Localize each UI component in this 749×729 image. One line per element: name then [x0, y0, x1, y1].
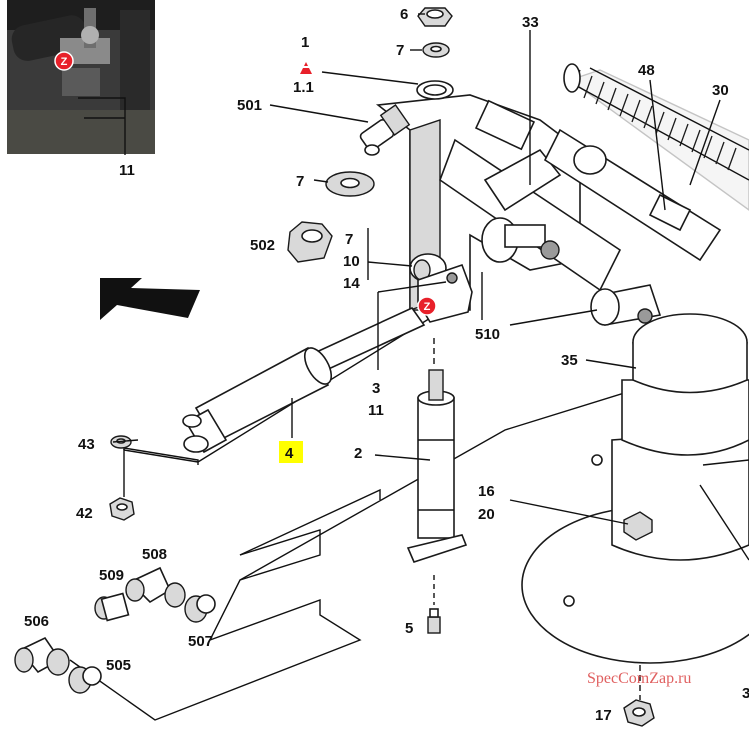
pin-2: [406, 338, 468, 563]
label-507: 507: [188, 633, 213, 650]
label-510: 510: [475, 326, 500, 343]
label-2: 2: [354, 445, 362, 462]
leader-lines: [112, 13, 721, 525]
label-7: 7: [345, 231, 353, 248]
label-7: 7: [396, 42, 404, 59]
label-33: 33: [522, 14, 539, 31]
label-17: 17: [595, 707, 612, 724]
label-30: 30: [712, 82, 729, 99]
spring: [563, 63, 749, 211]
label-10: 10: [343, 253, 360, 270]
fitting-506: [14, 636, 70, 676]
label-42: 42: [76, 505, 93, 522]
highlight-4: [279, 441, 303, 463]
label-7: 7: [296, 173, 304, 190]
fitting-505: [68, 666, 102, 694]
label-43: 43: [78, 436, 95, 453]
nut-17: [623, 665, 655, 727]
z-marker-inset: Z: [54, 51, 74, 71]
z-marker-main: Z: [417, 296, 437, 316]
nut-42: [109, 497, 135, 521]
svg-text:Z: Z: [424, 301, 431, 313]
label-501: 501: [237, 97, 262, 114]
label-16: 16: [478, 483, 495, 500]
label-14: 14: [343, 275, 360, 292]
swivel-fitting-501: [359, 104, 411, 156]
label-3: 3: [372, 380, 380, 397]
label-11-inset: 11: [119, 162, 135, 179]
label-20: 20: [478, 506, 495, 523]
sleeve-1: [416, 80, 454, 100]
label-1-1: 1.1: [293, 79, 314, 96]
inset-photo: [7, 0, 155, 154]
part-labels: 6 7 33 1 1.1 48 30 501 7 502 7 10 14 510…: [24, 6, 749, 724]
washer-7-top: [422, 42, 450, 58]
fitting-508: [125, 566, 186, 608]
svg-text:Z: Z: [61, 56, 68, 68]
label-505: 505: [106, 657, 131, 674]
label-509: 509: [99, 567, 124, 584]
label-508: 508: [142, 546, 167, 563]
bolt-16-20: [623, 511, 653, 541]
label-35: 35: [561, 352, 578, 369]
fitting-509: [94, 592, 130, 622]
watermark: SpecComZap.ru: [587, 670, 691, 687]
label-48: 48: [638, 62, 655, 79]
fitting-507: [184, 594, 216, 623]
label-506: 506: [24, 613, 49, 630]
nut-502: [287, 221, 333, 263]
label-6: 6: [400, 6, 408, 23]
cone-icon: [300, 62, 312, 74]
nut-6: [417, 7, 453, 27]
label-5: 5: [405, 620, 413, 637]
label-1: 1: [301, 34, 309, 51]
label-11: 11: [368, 402, 384, 419]
direction-arrow: [100, 278, 200, 320]
label-3-edge: 3: [742, 685, 749, 702]
grease-nipple-5: [427, 575, 441, 634]
hydraulic-cylinder: [182, 306, 426, 454]
washer-7-mid: [325, 171, 375, 197]
label-502: 502: [250, 237, 275, 254]
label-4: 4: [285, 445, 294, 462]
